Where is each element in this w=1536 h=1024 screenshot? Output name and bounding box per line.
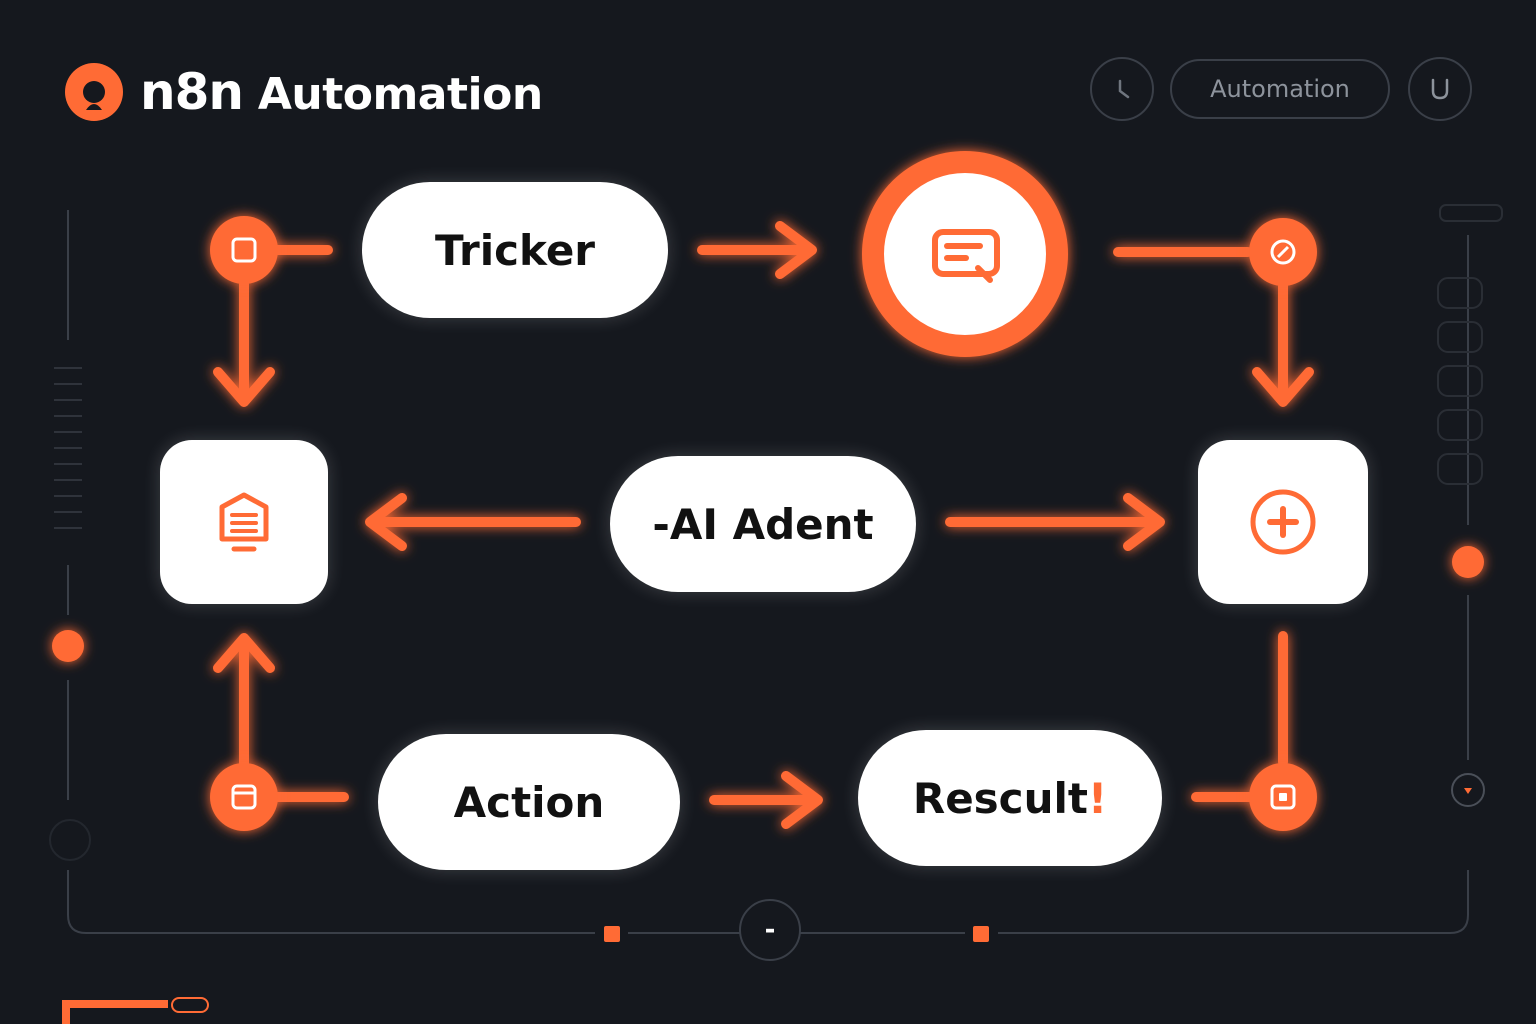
result-node[interactable]: Rescult!: [858, 730, 1162, 866]
node-top-right[interactable]: [1249, 218, 1317, 286]
automation-filter-label: Automation: [1210, 75, 1350, 103]
trigger-label: Tricker: [434, 225, 596, 275]
ai-agent-label: -AI Adent: [652, 499, 874, 549]
right-side-decor: [1437, 204, 1503, 485]
compass-icon: [1270, 239, 1296, 265]
action-label: Action: [453, 777, 605, 827]
left-tick-marks: [54, 367, 82, 529]
ai-agent-node[interactable]: -AI Adent: [610, 456, 916, 592]
window-icon: [231, 784, 257, 810]
message-node[interactable]: [862, 151, 1068, 357]
trigger-node[interactable]: Tricker: [362, 182, 668, 318]
history-button[interactable]: [1090, 57, 1154, 121]
bottom-left-pill: [171, 997, 209, 1013]
faint-clock-icon: [49, 819, 91, 861]
result-label: Rescult!: [913, 774, 1107, 823]
document-icon: [219, 492, 269, 552]
result-label-mark: !: [1087, 773, 1108, 823]
add-node[interactable]: [1198, 440, 1368, 604]
square-icon: [231, 237, 257, 263]
node-top-left[interactable]: [210, 216, 278, 284]
message-icon: [932, 229, 1000, 283]
automation-filter-button[interactable]: Automation: [1170, 59, 1390, 119]
app-title-text: Automation: [257, 69, 543, 120]
stop-icon: [1270, 784, 1296, 810]
left-indicator-dot: [52, 630, 84, 662]
frame-lines: [67, 210, 1469, 934]
node-bottom-left[interactable]: [210, 763, 278, 831]
magnet-button[interactable]: [1408, 57, 1472, 121]
bottom-center-label: -: [764, 915, 776, 945]
node-bottom-right[interactable]: [1249, 763, 1317, 831]
add-circle-icon: [1250, 489, 1316, 555]
brand-header: n8n Automation: [64, 60, 543, 124]
magnet-icon: [1431, 78, 1449, 100]
app-logo-text: n8n: [140, 63, 244, 121]
n8n-logo-icon: [65, 63, 123, 121]
action-node[interactable]: Action: [378, 734, 680, 870]
bottom-marker-right: [973, 926, 989, 942]
app-title: n8n Automation: [140, 63, 543, 121]
bottom-center-button[interactable]: [739, 899, 801, 961]
right-indicator-dot: [1452, 546, 1484, 578]
connectors: [213, 221, 1314, 829]
bottom-marker-left: [604, 926, 620, 942]
result-label-main: Rescult: [912, 773, 1088, 823]
scroll-down-icon[interactable]: [1451, 773, 1485, 807]
document-node[interactable]: [160, 440, 328, 604]
clock-icon: [1118, 79, 1130, 99]
bottom-left-accent: [62, 1000, 168, 1024]
